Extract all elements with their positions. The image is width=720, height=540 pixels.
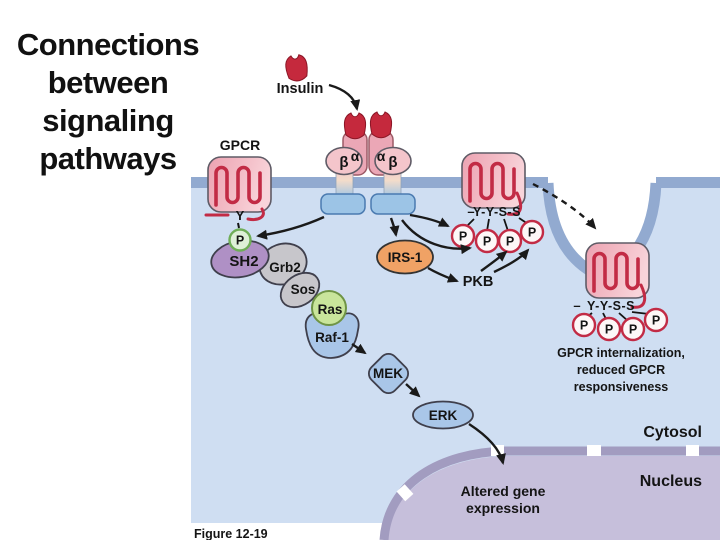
erk-kinase xyxy=(412,400,474,430)
arrow-pkb-to-site xyxy=(480,250,508,272)
alpha-label: α xyxy=(351,148,360,164)
gpcr-phosphorylated: – Y-Y-S-S P P P P xyxy=(450,151,545,254)
signal-arrows xyxy=(256,83,597,465)
phosphate-label: P xyxy=(459,230,467,244)
kinase-domain xyxy=(370,193,416,215)
altered-gene-line2: expression xyxy=(466,500,540,516)
gpcr-tail xyxy=(246,207,265,221)
phosphate-circle xyxy=(643,307,669,333)
phospho-sites-label: Y-Y-S-S xyxy=(587,299,635,313)
phosphate-label: P xyxy=(506,235,514,249)
ras-label: Ras xyxy=(318,302,343,317)
phosphate-green-circle xyxy=(228,228,252,252)
phosphate-circle xyxy=(519,219,545,245)
adapter-chain: SH2 Grb2 Sos Ras Raf-1 xyxy=(210,239,360,359)
phosphate-circle xyxy=(620,316,646,342)
bound-insulin-icon xyxy=(369,111,393,139)
beta-head xyxy=(374,146,412,176)
arrow-pkb-to-site-2 xyxy=(493,248,530,274)
internalization-caption-line2: reduced GPCR xyxy=(577,363,665,377)
gpcr-label: GPCR xyxy=(220,137,260,153)
insulin-label: Insulin xyxy=(277,81,324,97)
nucleus-region xyxy=(379,445,720,540)
nucleus-label: Nucleus xyxy=(640,473,702,490)
gpcr-receptor xyxy=(460,151,527,210)
phosphate-circle xyxy=(596,316,622,342)
insulin-receptor: α α β β xyxy=(320,111,416,215)
phosphate-label: P xyxy=(236,234,244,248)
irs1-pkb-branch: IRS-1 PKB xyxy=(376,239,494,290)
arrow-irs1-to-pkb xyxy=(427,266,459,283)
phosphate-label: P xyxy=(528,226,536,240)
irs1-protein xyxy=(376,239,434,275)
erk-label: ERK xyxy=(429,408,458,423)
phosphate-label: P xyxy=(652,314,660,328)
gpcr-tail xyxy=(506,191,523,216)
internalization-caption-line3: responsiveness xyxy=(574,380,669,394)
arrow-raf-to-mek xyxy=(351,343,367,355)
gpcr-internalized: – Y-Y-S-S P P P P xyxy=(571,241,669,342)
phospho-link xyxy=(503,218,509,232)
figure-annotations: GPCR internalization, reduced GPCR respo… xyxy=(194,346,702,540)
arrow-mek-to-erk xyxy=(405,383,421,398)
sos-label: Sos xyxy=(291,282,316,297)
arrow-erk-to-nucleus xyxy=(468,422,506,465)
nuclear-pore xyxy=(686,445,699,456)
arrow-receptor-to-sh2 xyxy=(256,215,325,240)
arrow-gpcr-internalization-dashed xyxy=(532,182,597,230)
irs1-label: IRS-1 xyxy=(388,250,423,265)
kinase-domain xyxy=(320,193,366,215)
gpcr-left: GPCR Y P xyxy=(204,137,273,252)
phosphate-circle xyxy=(497,228,523,254)
beta-label: β xyxy=(339,154,348,171)
insulin-ligand: Insulin xyxy=(277,53,324,97)
altered-gene-line1: Altered gene xyxy=(461,483,546,499)
nuclear-pore xyxy=(396,484,414,502)
alpha-label: α xyxy=(377,148,386,164)
minus-sign: – xyxy=(573,298,580,313)
mapk-cascade: MEK ERK xyxy=(367,352,474,430)
mek-kinase xyxy=(367,352,410,395)
figure-caption: Figure 12-19 xyxy=(194,527,268,540)
phospho-sites-label: Y-Y-S-S xyxy=(473,205,521,219)
arrow-receptor-to-gpcr-sites-2 xyxy=(401,219,472,255)
phosphate-label: P xyxy=(483,235,491,249)
phosphate-label: P xyxy=(580,319,588,333)
phosphate-circle xyxy=(571,312,597,338)
nuclear-pore xyxy=(587,445,601,456)
membrane-band-right xyxy=(651,177,720,188)
sh2-label: SH2 xyxy=(229,253,258,270)
insulin-icon xyxy=(283,53,310,83)
sos-protein xyxy=(279,271,321,309)
phosphate-label: P xyxy=(629,323,637,337)
mek-label: MEK xyxy=(373,366,403,381)
tyrosine-label: Y xyxy=(236,208,245,223)
phospho-link xyxy=(237,222,240,229)
pkb-label: PKB xyxy=(463,274,494,290)
bound-insulin-icon xyxy=(343,112,367,140)
arrow-insulin-to-receptor xyxy=(328,83,361,111)
cytosol-label: Cytosol xyxy=(643,424,702,441)
arrow-receptor-to-gpcr-sites xyxy=(409,213,450,228)
arrow-receptor-to-irs1 xyxy=(389,217,400,237)
gpcr-receptor xyxy=(206,155,273,214)
membrane-band-left xyxy=(191,177,553,188)
minus-sign: – xyxy=(467,204,474,219)
beta-head xyxy=(325,146,363,176)
nucleus-fill xyxy=(387,456,720,540)
beta-label: β xyxy=(388,154,397,171)
grb2-label: Grb2 xyxy=(269,260,301,275)
gpcr-tail xyxy=(630,283,647,309)
phosphate-label: P xyxy=(605,323,613,337)
slide-title: Connections between signaling pathways xyxy=(16,27,200,176)
ras-protein xyxy=(311,290,347,326)
gpcr-receptor xyxy=(584,241,651,300)
raf1-label: Raf-1 xyxy=(315,330,349,345)
internalization-caption-line1: GPCR internalization, xyxy=(557,346,685,360)
